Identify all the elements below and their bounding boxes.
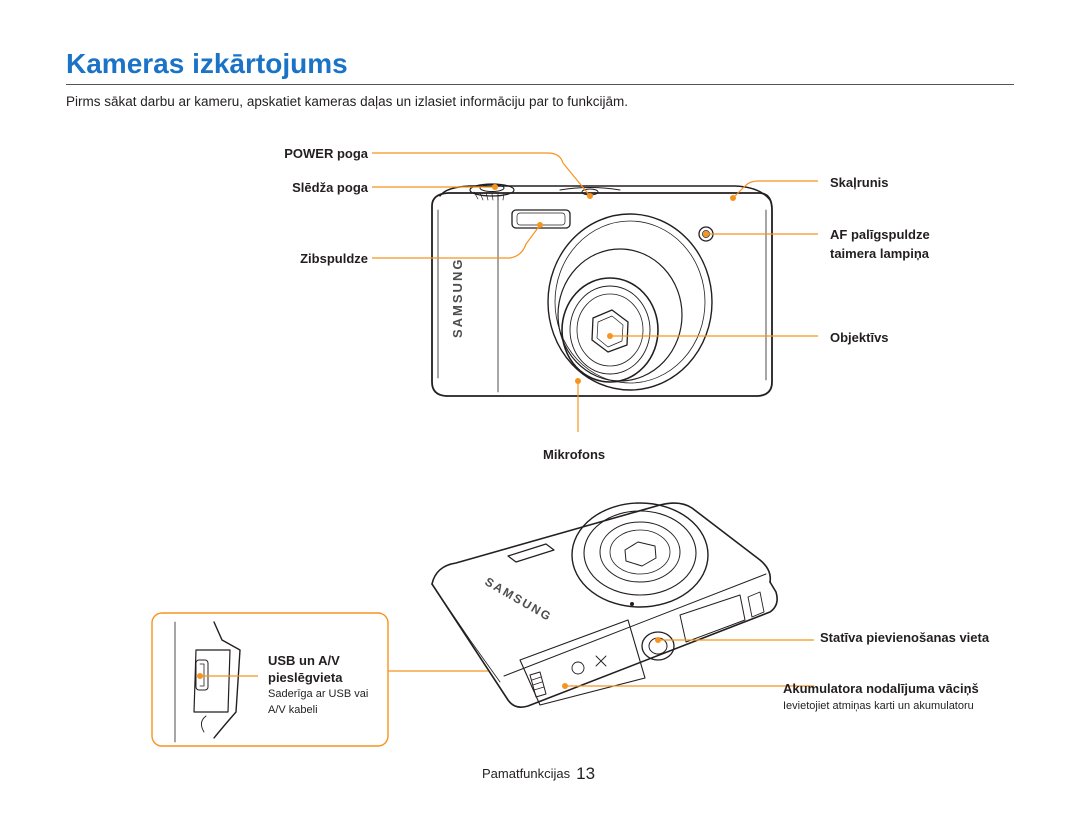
usb-inset-box: [151, 612, 389, 747]
label-af-lamp-line1: AF palīgspuldze: [830, 227, 930, 242]
bottom-callouts: [200, 639, 814, 687]
bottom-brand-logo: SAMSUNG: [483, 574, 555, 624]
label-shutter-button: Slēdža poga: [292, 180, 368, 195]
label-power-button: POWER poga: [284, 146, 368, 161]
label-af-lamp-line2: taimera lampiņa: [830, 246, 929, 261]
page-footer: Pamatfunkcijas 13: [482, 763, 595, 783]
front-brand-logo: SAMSUNG: [450, 258, 465, 338]
page-title: Kameras izkārtojums: [66, 48, 348, 79]
label-tripod-mount: Statīva pievienošanas vieta: [820, 630, 990, 645]
label-battery-cover: Akumulatora nodalījuma vāciņš: [783, 681, 979, 696]
label-speaker: Skaļrunis: [830, 175, 889, 190]
label-flash: Zibspuldze: [300, 251, 368, 266]
label-lens: Objektīvs: [830, 330, 889, 345]
front-camera-illustration: [431, 183, 773, 397]
label-microphone: Mikrofons: [543, 447, 606, 462]
intro-text: Pirms sākat darbu ar kameru, apskatiet k…: [66, 94, 628, 109]
footer-section: Pamatfunkcijas: [482, 766, 571, 781]
bottom-callout-dots: [197, 637, 661, 689]
label-usb-line2: pieslēgvieta: [268, 670, 343, 685]
usb-port-illustration: [174, 621, 241, 743]
usb-note-line1: Saderīga ar USB vai: [268, 688, 369, 700]
front-callout-dots: [492, 184, 736, 384]
title-rule: [66, 84, 1014, 85]
usb-note-line2: A/V kabeli: [268, 704, 318, 716]
battery-cover-note: Ievietojiet atmiņas karti un akumulatoru: [783, 700, 974, 712]
front-callouts: [372, 152, 818, 432]
label-usb-line1: USB un A/V: [268, 653, 340, 668]
page-number: 13: [576, 764, 596, 783]
bottom-camera-illustration: [431, 502, 778, 708]
